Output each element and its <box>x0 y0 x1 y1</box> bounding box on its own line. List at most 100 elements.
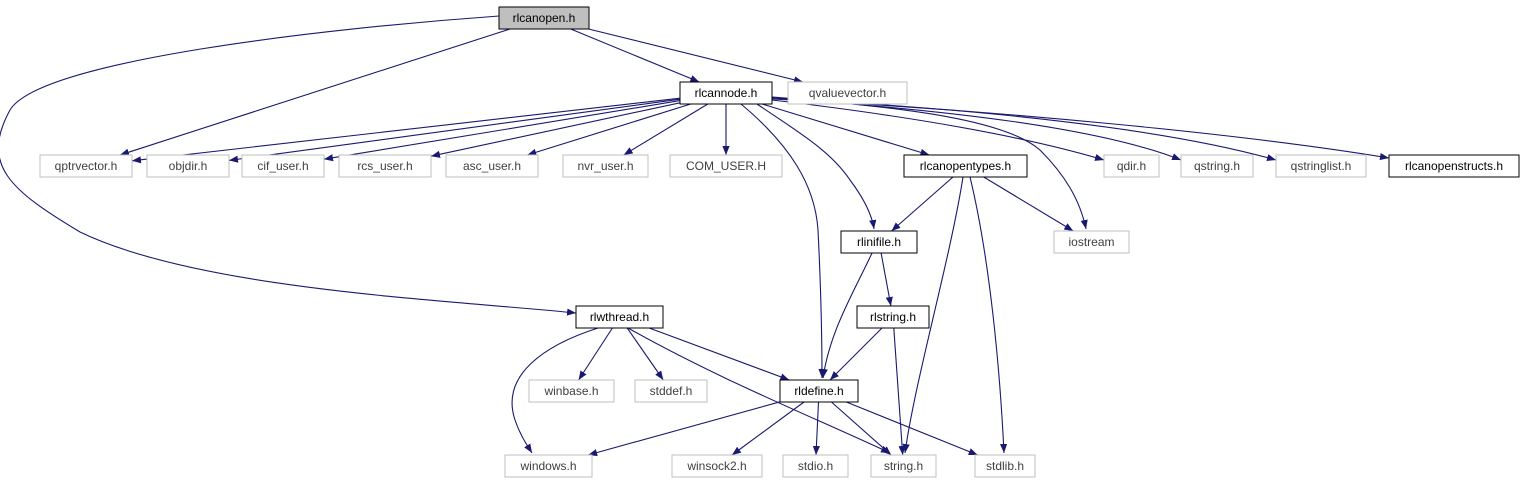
node-label-rlcannode: rlcannode.h <box>695 86 758 100</box>
edge-rlinifile-to-rlstring <box>880 252 893 307</box>
node-box-winsock2 <box>671 454 763 478</box>
node-label-asc_user: asc_user.h <box>463 159 521 173</box>
node-stddef: stddef.h <box>634 379 708 403</box>
node-rldefine[interactable]: rldefine.h <box>779 379 859 403</box>
node-box-qstring <box>1180 154 1254 178</box>
node-label-com_user: COM_USER.H <box>686 159 766 173</box>
node-label-string: string.h <box>884 459 923 473</box>
node-box-com_user <box>669 154 783 178</box>
node-box-rlcanopentypes <box>903 154 1028 178</box>
node-cif_user: cif_user.h <box>241 154 325 178</box>
node-stdio: stdio.h <box>782 454 849 478</box>
edge-rlcanopen-to-qptrvector <box>119 28 511 156</box>
node-rlwthread[interactable]: rlwthread.h <box>575 305 664 329</box>
node-label-objdir: objdir.h <box>169 159 208 173</box>
edge-rlcannode-to-qptrvector <box>131 97 681 164</box>
node-label-winbase: winbase.h <box>543 384 598 398</box>
edge-rlcanopentypes-to-rlinifile <box>891 176 954 232</box>
edge-rldefine-to-string <box>831 401 892 456</box>
edge-rlcanopen-to-rlcannode <box>570 28 700 83</box>
edge-rlcannode-to-objdir <box>228 98 681 163</box>
node-label-rlcanopen: rlcanopen.h <box>513 11 576 25</box>
edge-rlwthread-to-string <box>627 327 891 454</box>
node-qdir: qdir.h <box>1103 154 1160 178</box>
node-qvaluevector: qvaluevector.h <box>787 81 908 105</box>
node-label-rlcanopenstructs: rlcanopenstructs.h <box>1405 159 1503 173</box>
edges-layer <box>0 15 1390 457</box>
edge-rlcanopentypes-to-stdlib <box>969 176 1008 454</box>
node-label-rlstring: rlstring.h <box>870 310 916 324</box>
node-box-rlcanopen <box>498 6 590 30</box>
node-winbase: winbase.h <box>528 379 615 403</box>
node-rlcanopenstructs[interactable]: rlcanopenstructs.h <box>1388 154 1520 178</box>
node-label-nvr_user: nvr_user.h <box>577 159 633 173</box>
node-box-windows <box>504 454 593 478</box>
node-label-rlcanopentypes: rlcanopentypes.h <box>920 159 1011 173</box>
node-label-stdlib: stdlib.h <box>986 459 1024 473</box>
node-label-rcs_user: rcs_user.h <box>357 159 412 173</box>
node-rlcannode[interactable]: rlcannode.h <box>679 81 773 105</box>
node-box-rlcanopenstructs <box>1388 154 1520 178</box>
node-box-rlcannode <box>679 81 773 105</box>
node-label-qstringlist: qstringlist.h <box>1291 159 1352 173</box>
edge-rlcannode-to-asc_user <box>527 103 691 156</box>
edge-rlcannode-to-qdir <box>771 99 1105 161</box>
node-asc_user: asc_user.h <box>445 154 539 178</box>
node-box-stdio <box>782 454 849 478</box>
node-box-qdir <box>1103 154 1160 178</box>
node-box-objdir <box>146 154 230 178</box>
node-winsock2: winsock2.h <box>671 454 763 478</box>
edge-rlcannode-to-rlcanopenstructs <box>771 98 1390 161</box>
edge-rlwthread-to-windows <box>511 327 599 454</box>
node-box-rcs_user <box>338 154 432 178</box>
node-label-rlinifile: rlinifile.h <box>857 235 901 249</box>
node-label-qstring: qstring.h <box>1194 159 1240 173</box>
node-qstring: qstring.h <box>1180 154 1254 178</box>
node-iostream: iostream <box>1053 230 1130 254</box>
edge-rlinifile-to-rldefine <box>820 252 873 379</box>
node-box-qptrvector <box>39 154 133 178</box>
edge-rlwthread-to-rldefine <box>649 327 790 381</box>
edge-rlcanopen-to-qvaluevector <box>588 28 804 84</box>
edge-rlcannode-to-rldefine <box>740 103 826 379</box>
edge-rlcanopentypes-to-string <box>902 176 964 454</box>
node-rlcanopen[interactable]: rlcanopen.h <box>498 6 590 30</box>
edge-rlcannode-to-qstringlist <box>771 97 1277 162</box>
node-box-stddef <box>634 379 708 403</box>
node-box-iostream <box>1053 230 1130 254</box>
node-rlcanopentypes[interactable]: rlcanopentypes.h <box>903 154 1028 178</box>
node-box-winbase <box>528 379 615 403</box>
edge-rlwthread-to-stddef <box>626 327 664 381</box>
node-box-cif_user <box>241 154 325 178</box>
edge-rlwthread-to-winbase <box>578 327 613 381</box>
node-box-stdlib <box>974 454 1036 478</box>
edge-rldefine-to-windows <box>588 401 781 457</box>
node-rlinifile[interactable]: rlinifile.h <box>840 230 918 254</box>
node-label-stdio: stdio.h <box>798 459 833 473</box>
edge-rldefine-to-winsock2 <box>731 401 805 456</box>
node-box-string <box>870 454 937 478</box>
node-box-nvr_user <box>562 154 649 178</box>
node-label-windows: windows.h <box>519 459 576 473</box>
edge-rlcannode-to-cif_user <box>323 100 681 162</box>
edge-rldefine-to-stdio <box>812 401 821 456</box>
edge-rlstring-to-string <box>893 327 906 456</box>
edge-rldefine-to-stdlib <box>846 401 978 456</box>
node-label-cif_user: cif_user.h <box>257 159 308 173</box>
node-label-qptrvector: qptrvector.h <box>55 159 118 173</box>
node-label-qvaluevector: qvaluevector.h <box>809 86 886 100</box>
node-box-qvaluevector <box>787 81 908 105</box>
node-label-stddef: stddef.h <box>650 384 693 398</box>
node-label-qdir: qdir.h <box>1117 159 1146 173</box>
node-box-rlinifile <box>840 230 918 254</box>
node-rlstring[interactable]: rlstring.h <box>856 305 930 329</box>
node-label-rlwthread: rlwthread.h <box>590 310 649 324</box>
node-objdir: objdir.h <box>146 154 230 178</box>
node-windows: windows.h <box>504 454 593 478</box>
edge-rlcannode-to-rlinifile <box>756 103 877 230</box>
node-qstringlist: qstringlist.h <box>1275 154 1367 178</box>
node-com_user: COM_USER.H <box>669 154 783 178</box>
edge-rlcannode-to-nvr_user <box>623 103 709 156</box>
node-stdlib: stdlib.h <box>974 454 1036 478</box>
